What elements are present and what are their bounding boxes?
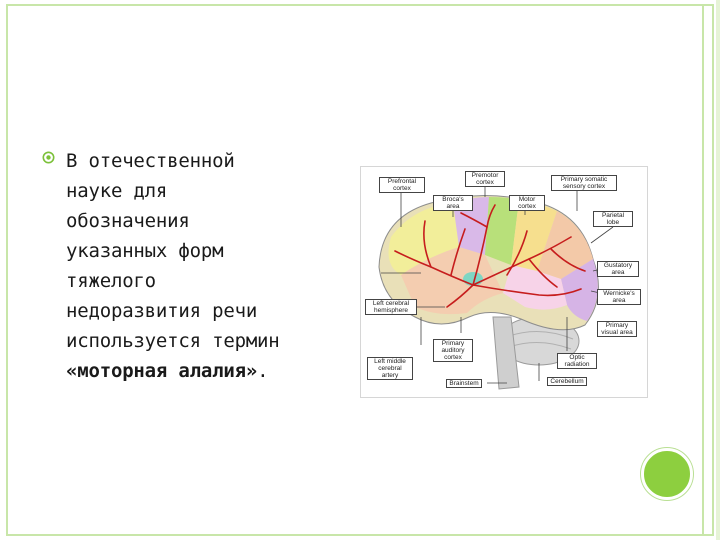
label-primary-somatic: Primary somatic sensory cortex: [551, 175, 617, 191]
slide-side-stripe: [716, 0, 720, 540]
text-line: недоразвития речи: [66, 300, 258, 322]
text-line: В отечественной: [66, 150, 235, 172]
label-primary-auditory: Primary auditory cortex: [433, 339, 473, 362]
term-period: .: [257, 360, 269, 382]
text-line: обозначения: [66, 210, 190, 232]
slide-side-bar: [702, 4, 714, 536]
text-line: используется термин: [66, 330, 280, 352]
label-motor: Motor cortex: [509, 195, 545, 211]
label-gustatory: Gustatory area: [597, 261, 639, 277]
text-line: указанных форм: [66, 240, 224, 262]
decorative-green-circle: [641, 448, 693, 500]
label-premotor: Premotor cortex: [465, 171, 505, 187]
label-brainstem: Brainstem: [441, 379, 487, 388]
term-bold: «моторная алалия»: [66, 360, 258, 382]
text-line-bold: «моторная алалия».: [66, 356, 356, 386]
label-parietal: Parietal lobe: [593, 211, 633, 227]
label-broca: Broca's area: [433, 195, 473, 211]
brain-figure: Prefrontal cortex Premotor cortex Primar…: [360, 166, 648, 398]
text-line: науке для: [66, 180, 168, 202]
text-line: тяжелого: [66, 270, 156, 292]
label-left-cerebral: Left cerebral hemisphere: [365, 299, 417, 315]
label-wernicke: Wernicke's area: [597, 289, 641, 305]
bullet-text: В отечественной науке для обозначения ук…: [66, 146, 356, 386]
label-cerebellum: Cerebellum: [543, 377, 591, 386]
label-left-middle-artery: Left middle cerebral artery: [367, 357, 413, 380]
bullet-icon: [42, 151, 55, 164]
label-prefrontal: Prefrontal cortex: [379, 177, 425, 193]
label-optic: Optic radiation: [557, 353, 597, 369]
label-primary-visual: Primary visual area: [597, 321, 637, 337]
brain-illustration: [378, 185, 614, 390]
